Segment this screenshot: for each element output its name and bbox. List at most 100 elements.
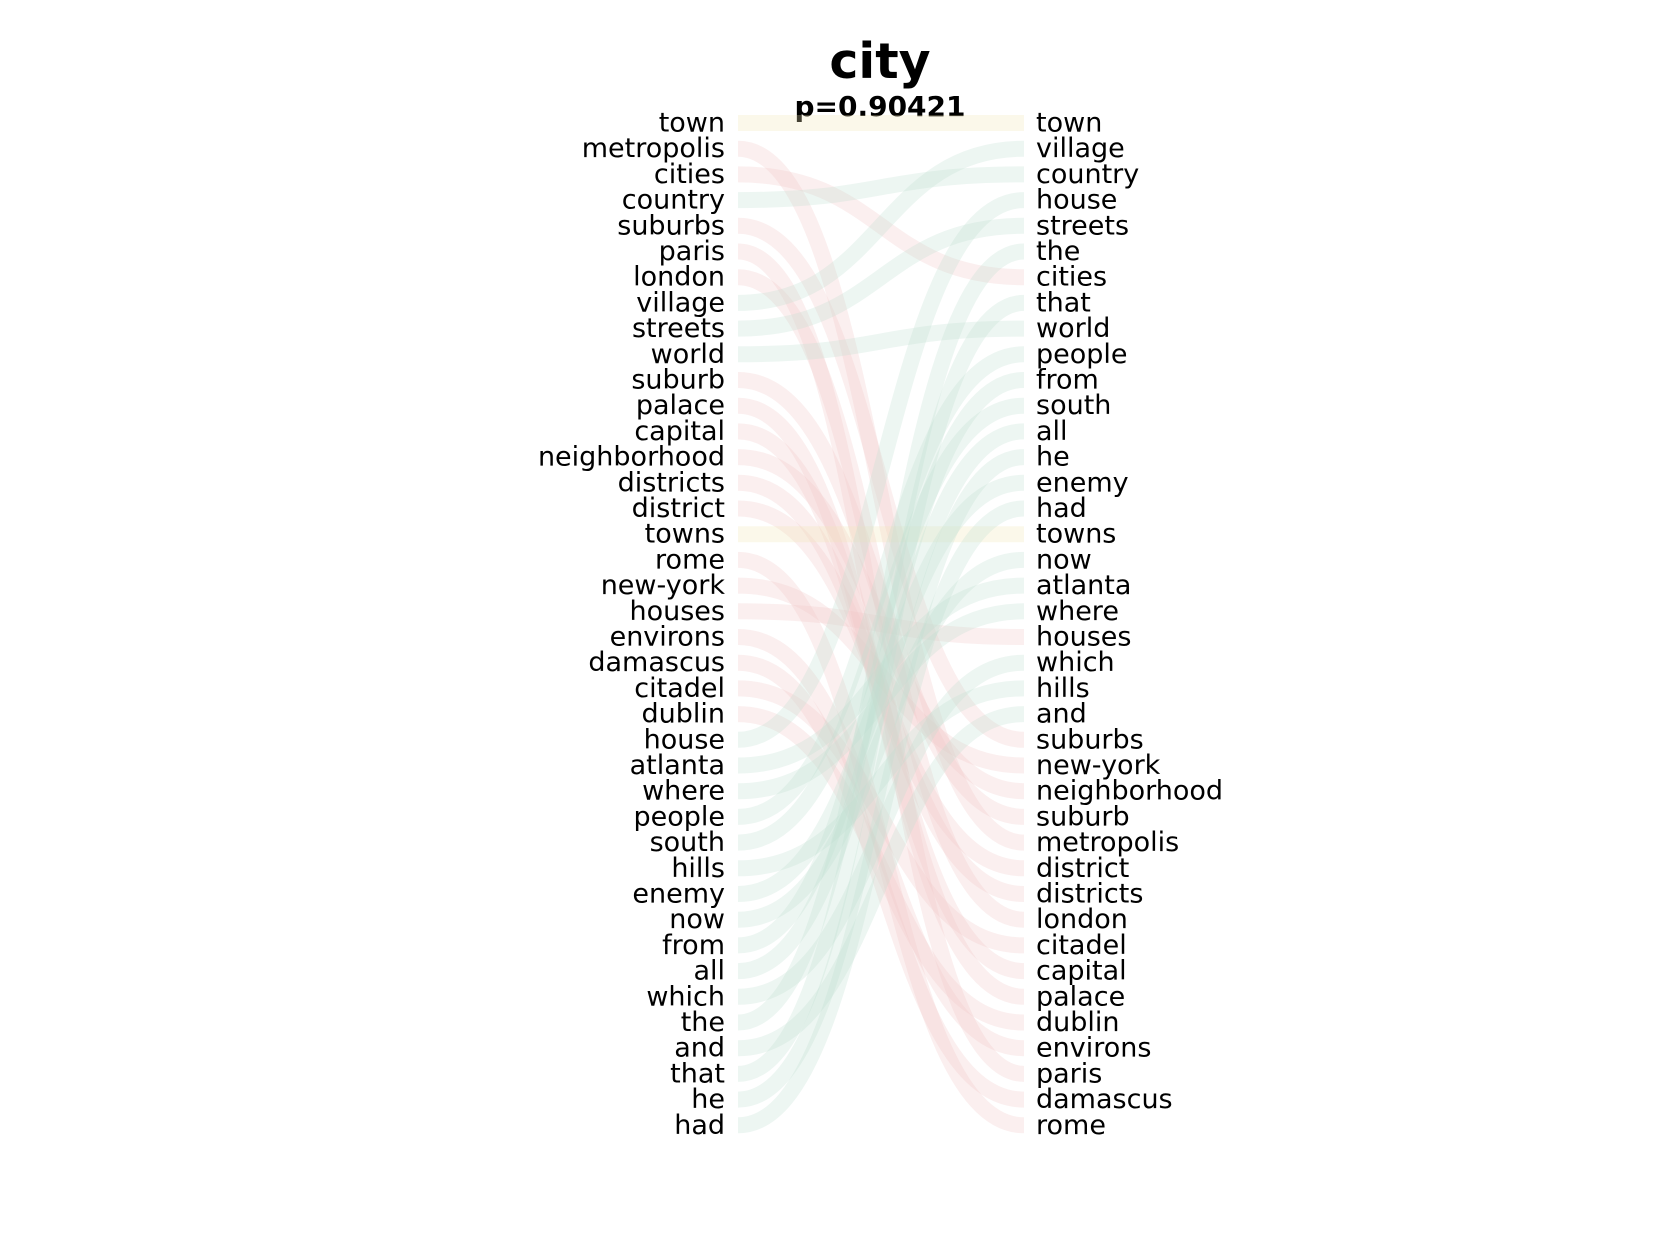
- connection-line-damascus: [737, 654, 1025, 1108]
- left-label-paris: paris: [659, 236, 725, 267]
- right-label-neighborhood: neighborhood: [1036, 776, 1223, 807]
- left-label-suburb: suburb: [631, 365, 725, 396]
- right-label-town: town: [1036, 108, 1102, 139]
- connection-line-metropolis: [737, 140, 1025, 851]
- left-label-from: from: [662, 930, 725, 961]
- connection-line-cities: [737, 166, 1025, 286]
- right-label-had: had: [1036, 493, 1087, 524]
- connection-line-that: [737, 294, 1025, 1082]
- left-label-towns: towns: [645, 519, 725, 550]
- connection-line-new-york: [737, 577, 1025, 774]
- left-label-that: that: [670, 1058, 725, 1089]
- right-label-damascus: damascus: [1036, 1084, 1173, 1115]
- connection-line-which: [737, 654, 1025, 1005]
- connection-line-palace: [737, 397, 1025, 1005]
- right-label-streets: streets: [1036, 210, 1129, 241]
- connection-line-enemy: [737, 474, 1025, 902]
- right-label-paris: paris: [1036, 1058, 1102, 1089]
- right-label-new-york: new-york: [1036, 750, 1161, 781]
- connection-line-from: [737, 372, 1025, 954]
- connection-line-country: [737, 166, 1025, 209]
- left-label-neighborhood: neighborhood: [538, 442, 725, 473]
- left-label-world: world: [651, 339, 725, 370]
- connection-line-suburb: [737, 372, 1025, 825]
- right-label-that: that: [1036, 287, 1091, 318]
- left-label-enemy: enemy: [632, 879, 725, 910]
- right-label-dublin: dublin: [1036, 1007, 1120, 1038]
- right-label-now: now: [1036, 544, 1092, 575]
- connection-line-neighborhood: [737, 449, 1025, 800]
- left-label-all: all: [693, 956, 725, 987]
- connection-line-suburbs: [737, 217, 1025, 748]
- right-label-from: from: [1036, 365, 1099, 396]
- left-label-metropolis: metropolis: [582, 133, 725, 164]
- right-label-enemy: enemy: [1036, 467, 1129, 498]
- left-label-streets: streets: [632, 313, 725, 344]
- left-label-palace: palace: [636, 390, 725, 421]
- connection-line-the: [737, 243, 1025, 1031]
- connection-line-citadel: [737, 680, 1025, 954]
- chart-subtitle: p=0.90421: [794, 90, 966, 123]
- right-label-he: he: [1036, 442, 1070, 473]
- connection-line-all: [737, 423, 1025, 980]
- right-label-which: which: [1036, 647, 1115, 678]
- connection-line-village: [737, 140, 1025, 311]
- connection-line-district: [737, 500, 1025, 877]
- left-label-new-york: new-york: [601, 570, 726, 601]
- connection-line-houses: [737, 603, 1025, 645]
- right-label-and: and: [1036, 699, 1087, 730]
- right-label-where: where: [1036, 596, 1119, 627]
- right-label-districts: districts: [1036, 879, 1143, 910]
- left-label-and: and: [674, 1033, 725, 1064]
- left-label-where: where: [642, 776, 725, 807]
- right-label-towns: towns: [1036, 519, 1116, 550]
- left-label-south: south: [650, 827, 725, 858]
- chart-title: city: [829, 33, 931, 90]
- right-label-capital: capital: [1036, 956, 1127, 987]
- left-label-people: people: [633, 801, 725, 832]
- left-label-districts: districts: [618, 467, 725, 498]
- left-label-he: he: [691, 1084, 725, 1115]
- left-label-now: now: [669, 904, 725, 935]
- right-label-world: world: [1036, 313, 1110, 344]
- right-label-hills: hills: [1036, 673, 1090, 704]
- connection-line-environs: [737, 629, 1025, 1057]
- right-label-district: district: [1036, 853, 1129, 884]
- left-label-citadel: citadel: [634, 673, 725, 704]
- right-label-all: all: [1036, 416, 1068, 447]
- left-label-house: house: [644, 724, 725, 755]
- right-label-atlanta: atlanta: [1036, 570, 1131, 601]
- left-label-damascus: damascus: [588, 647, 725, 678]
- connection-line-house: [737, 192, 1025, 748]
- connection-line-now: [737, 551, 1025, 928]
- connection-line-world: [737, 320, 1025, 363]
- right-label-people: people: [1036, 339, 1128, 370]
- connection-line-london: [737, 269, 1025, 928]
- left-label-rome: rome: [655, 544, 725, 575]
- left-label-atlanta: atlanta: [630, 750, 725, 781]
- right-label-citadel: citadel: [1036, 930, 1127, 961]
- connection-line-atlanta: [737, 577, 1025, 774]
- left-label-which: which: [646, 981, 725, 1012]
- connection-line-paris: [737, 243, 1025, 1082]
- right-label-the: the: [1036, 236, 1080, 267]
- left-label-dublin: dublin: [641, 699, 725, 730]
- right-ranking-labels: townvillagecountryhousestreetsthecitiest…: [1036, 108, 1223, 1141]
- right-label-suburb: suburb: [1036, 801, 1130, 832]
- right-label-houses: houses: [1036, 622, 1132, 653]
- left-label-hills: hills: [671, 853, 725, 884]
- left-label-houses: houses: [630, 596, 726, 627]
- connection-line-south: [737, 397, 1025, 851]
- left-label-cities: cities: [654, 159, 725, 190]
- left-label-london: london: [633, 262, 725, 293]
- right-label-house: house: [1036, 185, 1117, 216]
- connection-line-dublin: [737, 706, 1025, 1031]
- left-ranking-labels: townmetropoliscitiescountrysuburbsparisl…: [538, 108, 725, 1141]
- right-label-metropolis: metropolis: [1036, 827, 1179, 858]
- left-label-had: had: [674, 1110, 725, 1141]
- right-label-village: village: [1036, 133, 1125, 164]
- connection-line-hills: [737, 680, 1025, 877]
- connection-line-he: [737, 449, 1025, 1108]
- left-label-suburbs: suburbs: [617, 210, 725, 241]
- left-label-the: the: [681, 1007, 725, 1038]
